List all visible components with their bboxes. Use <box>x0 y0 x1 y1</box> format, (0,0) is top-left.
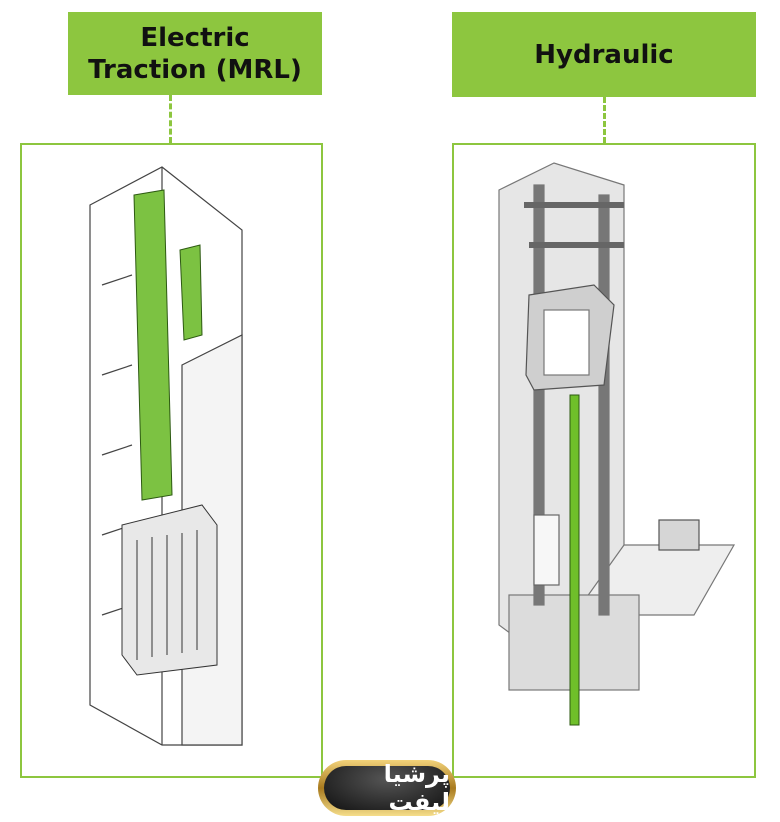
brand-logo: پرشیا لیفت <box>318 760 456 816</box>
motor-assembly <box>179 244 203 341</box>
logo-text: پرشیا لیفت <box>383 760 450 816</box>
hydraulic-panel <box>452 143 756 778</box>
header-line-2: Traction (MRL) <box>88 54 302 85</box>
power-unit <box>658 519 700 551</box>
landing-brackets <box>101 274 133 616</box>
header-title: Hydraulic <box>534 39 674 70</box>
header-line-1: Electric <box>140 22 250 53</box>
electric-traction-panel <box>20 143 323 778</box>
hydraulic-header: Hydraulic <box>452 12 756 97</box>
connector-left <box>169 95 172 143</box>
traction-elevator-illustration <box>89 166 243 746</box>
electric-traction-header: Electric Traction (MRL) <box>68 12 322 95</box>
connector-right <box>603 97 606 143</box>
car-cabin <box>121 504 218 676</box>
counterweight-rail <box>133 189 173 501</box>
hydraulic-elevator-illustration <box>498 162 736 726</box>
hydraulic-piston <box>569 394 580 726</box>
